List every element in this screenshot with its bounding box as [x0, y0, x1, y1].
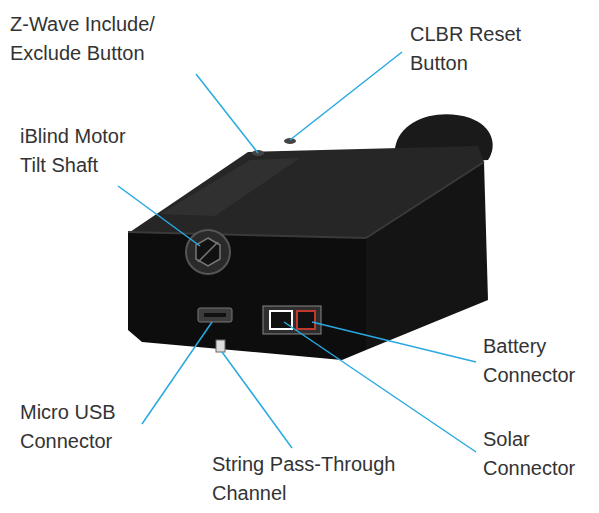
callout-label: Solar Connector [483, 425, 595, 483]
callout-label: String Pass-Through Channel [212, 450, 432, 508]
leader-line [118, 186, 200, 246]
string-channel [216, 340, 225, 352]
callout-label: CLBR Reset Button [410, 20, 550, 78]
leader-line [196, 74, 258, 153]
battery-connector [297, 311, 315, 329]
callout-label: Z-Wave Include/ Exclude Button [10, 10, 210, 68]
leader-line [142, 322, 212, 424]
usb-port [198, 308, 232, 322]
callout-label: Battery Connector [483, 332, 595, 390]
usb-slot [204, 313, 226, 317]
leader-line [222, 352, 292, 448]
leader-line [290, 52, 402, 140]
side-face [366, 162, 488, 350]
shaft-line [198, 242, 218, 262]
leader-line [312, 322, 476, 362]
front-face [128, 232, 366, 360]
shaft-hex [196, 238, 220, 266]
tilt-shaft [186, 230, 230, 274]
connector-housing [263, 306, 321, 334]
solar-connector [270, 311, 292, 329]
reset-button [284, 138, 296, 144]
leader-line [284, 322, 476, 452]
edge-highlight [128, 232, 366, 238]
top-ridge [160, 158, 300, 216]
edge-highlight [366, 162, 484, 238]
callout-label: Micro USB Connector [20, 398, 150, 456]
callout-label: iBlind Motor Tilt Shaft [20, 122, 155, 180]
